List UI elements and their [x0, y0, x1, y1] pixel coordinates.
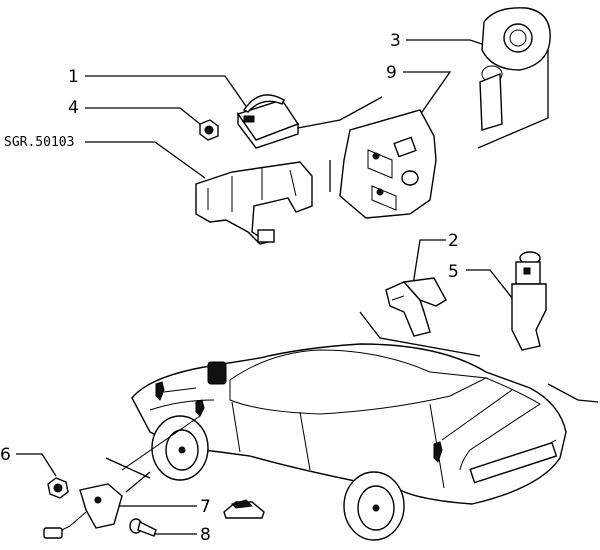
front-wheel	[151, 415, 209, 481]
callout-label-3: 3	[390, 31, 401, 51]
section-divider-lines	[105, 50, 599, 493]
callout-label-4: 4	[68, 98, 79, 118]
callout-label-2: 2	[448, 231, 459, 251]
callout-4: 4	[68, 98, 201, 125]
callout-5: 5	[448, 262, 521, 309]
car-body	[131, 343, 567, 505]
callout-1: 1	[68, 67, 251, 113]
part-2-switch-bracket	[385, 277, 447, 337]
car-bonnet-icon	[223, 499, 265, 519]
callout-label-6: 6	[0, 445, 11, 465]
callout-label-8: 8	[200, 525, 211, 545]
part-6-nut	[47, 477, 69, 499]
part-1-control-unit	[236, 94, 300, 149]
part-4-nut	[199, 119, 219, 141]
part-7-latch	[43, 483, 123, 539]
callout-9: 9	[386, 63, 452, 123]
reference-code-label: SGR.50103	[4, 135, 74, 150]
part-9-switch-panel	[339, 109, 437, 219]
part-5-lock-cylinder	[511, 251, 547, 351]
callout-label-1: 1	[68, 67, 79, 87]
callout-label-7: 7	[200, 497, 211, 517]
callout-label-5: 5	[448, 262, 459, 282]
part-3-key-fob	[479, 7, 551, 131]
part-8-bolt	[129, 518, 157, 537]
rear-wheel	[343, 471, 405, 541]
location-markers	[121, 381, 513, 471]
callout-3: 3	[390, 31, 489, 51]
mounting-bracket	[195, 161, 313, 245]
callout-label-9: 9	[386, 63, 397, 83]
callout-6: 6	[0, 445, 57, 477]
callout-reference-code: SGR.50103	[4, 135, 206, 179]
callout-2: 2	[412, 231, 459, 286]
